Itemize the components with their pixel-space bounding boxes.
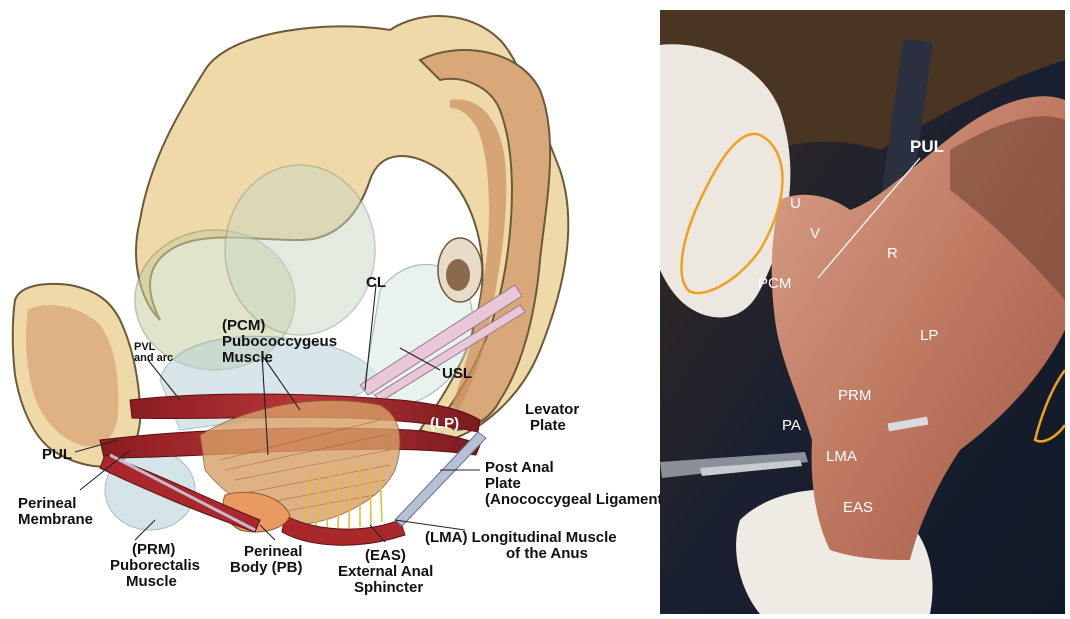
label-prm-name-1: Puborectalis — [110, 557, 200, 574]
label-prm-abbr: (PRM) — [132, 541, 175, 558]
label-eas-abbr: (EAS) — [365, 547, 406, 564]
label-eas-name-2: Sphincter — [354, 579, 423, 596]
photo-label-pa: PA — [782, 417, 801, 434]
anatomy-diagram: (PCM) Pubococcygeus Muscle CL USL PVL an… — [13, 16, 668, 596]
label-cl: CL — [366, 274, 386, 291]
label-perineal-membrane-1: Perineal — [18, 495, 76, 512]
label-lp: (LP) — [430, 415, 459, 432]
label-eas-name-1: External Anal — [338, 563, 433, 580]
photo-label-lma: LMA — [826, 448, 857, 465]
label-levator-1: Levator — [525, 401, 579, 418]
photo-label-prm: PRM — [838, 387, 871, 404]
photo-label-r: R — [887, 245, 898, 262]
label-pcm-abbr: (PCM) — [222, 317, 265, 334]
label-pcm-name-2: Muscle — [222, 349, 273, 366]
photo-label-pcm: PCM — [758, 275, 791, 292]
photo-label-eas: EAS — [843, 499, 873, 516]
label-pvl-2: and arc — [134, 352, 173, 364]
label-levator-2: Plate — [530, 417, 566, 434]
label-pul: PUL — [42, 446, 72, 463]
photo-label-lp: LP — [920, 327, 938, 344]
ischial-inner — [446, 259, 470, 291]
label-usl: USL — [442, 365, 472, 382]
label-lma-1: (LMA) Longitudinal Muscle — [425, 529, 617, 546]
label-pb-1: Perineal — [244, 543, 302, 560]
photo-label-pul: PUL — [910, 137, 944, 156]
label-post-anal-2: Plate — [485, 475, 521, 492]
label-perineal-membrane-2: Membrane — [18, 511, 93, 528]
label-pcm-name-1: Pubococcygeus — [222, 333, 337, 350]
label-pb-2: Body (PB) — [230, 559, 303, 576]
label-post-anal-3: (Anococcygeal Ligament) — [485, 491, 668, 508]
surgical-photo: PUL U V R PCM LP PRM PA LMA EAS — [660, 10, 1065, 614]
photo-label-u: U — [790, 195, 801, 212]
label-post-anal-1: Post Anal — [485, 459, 554, 476]
photo-label-v: V — [810, 225, 820, 242]
uterus-shape — [225, 165, 375, 335]
label-lma-2: of the Anus — [506, 545, 588, 562]
label-prm-name-2: Muscle — [126, 573, 177, 590]
